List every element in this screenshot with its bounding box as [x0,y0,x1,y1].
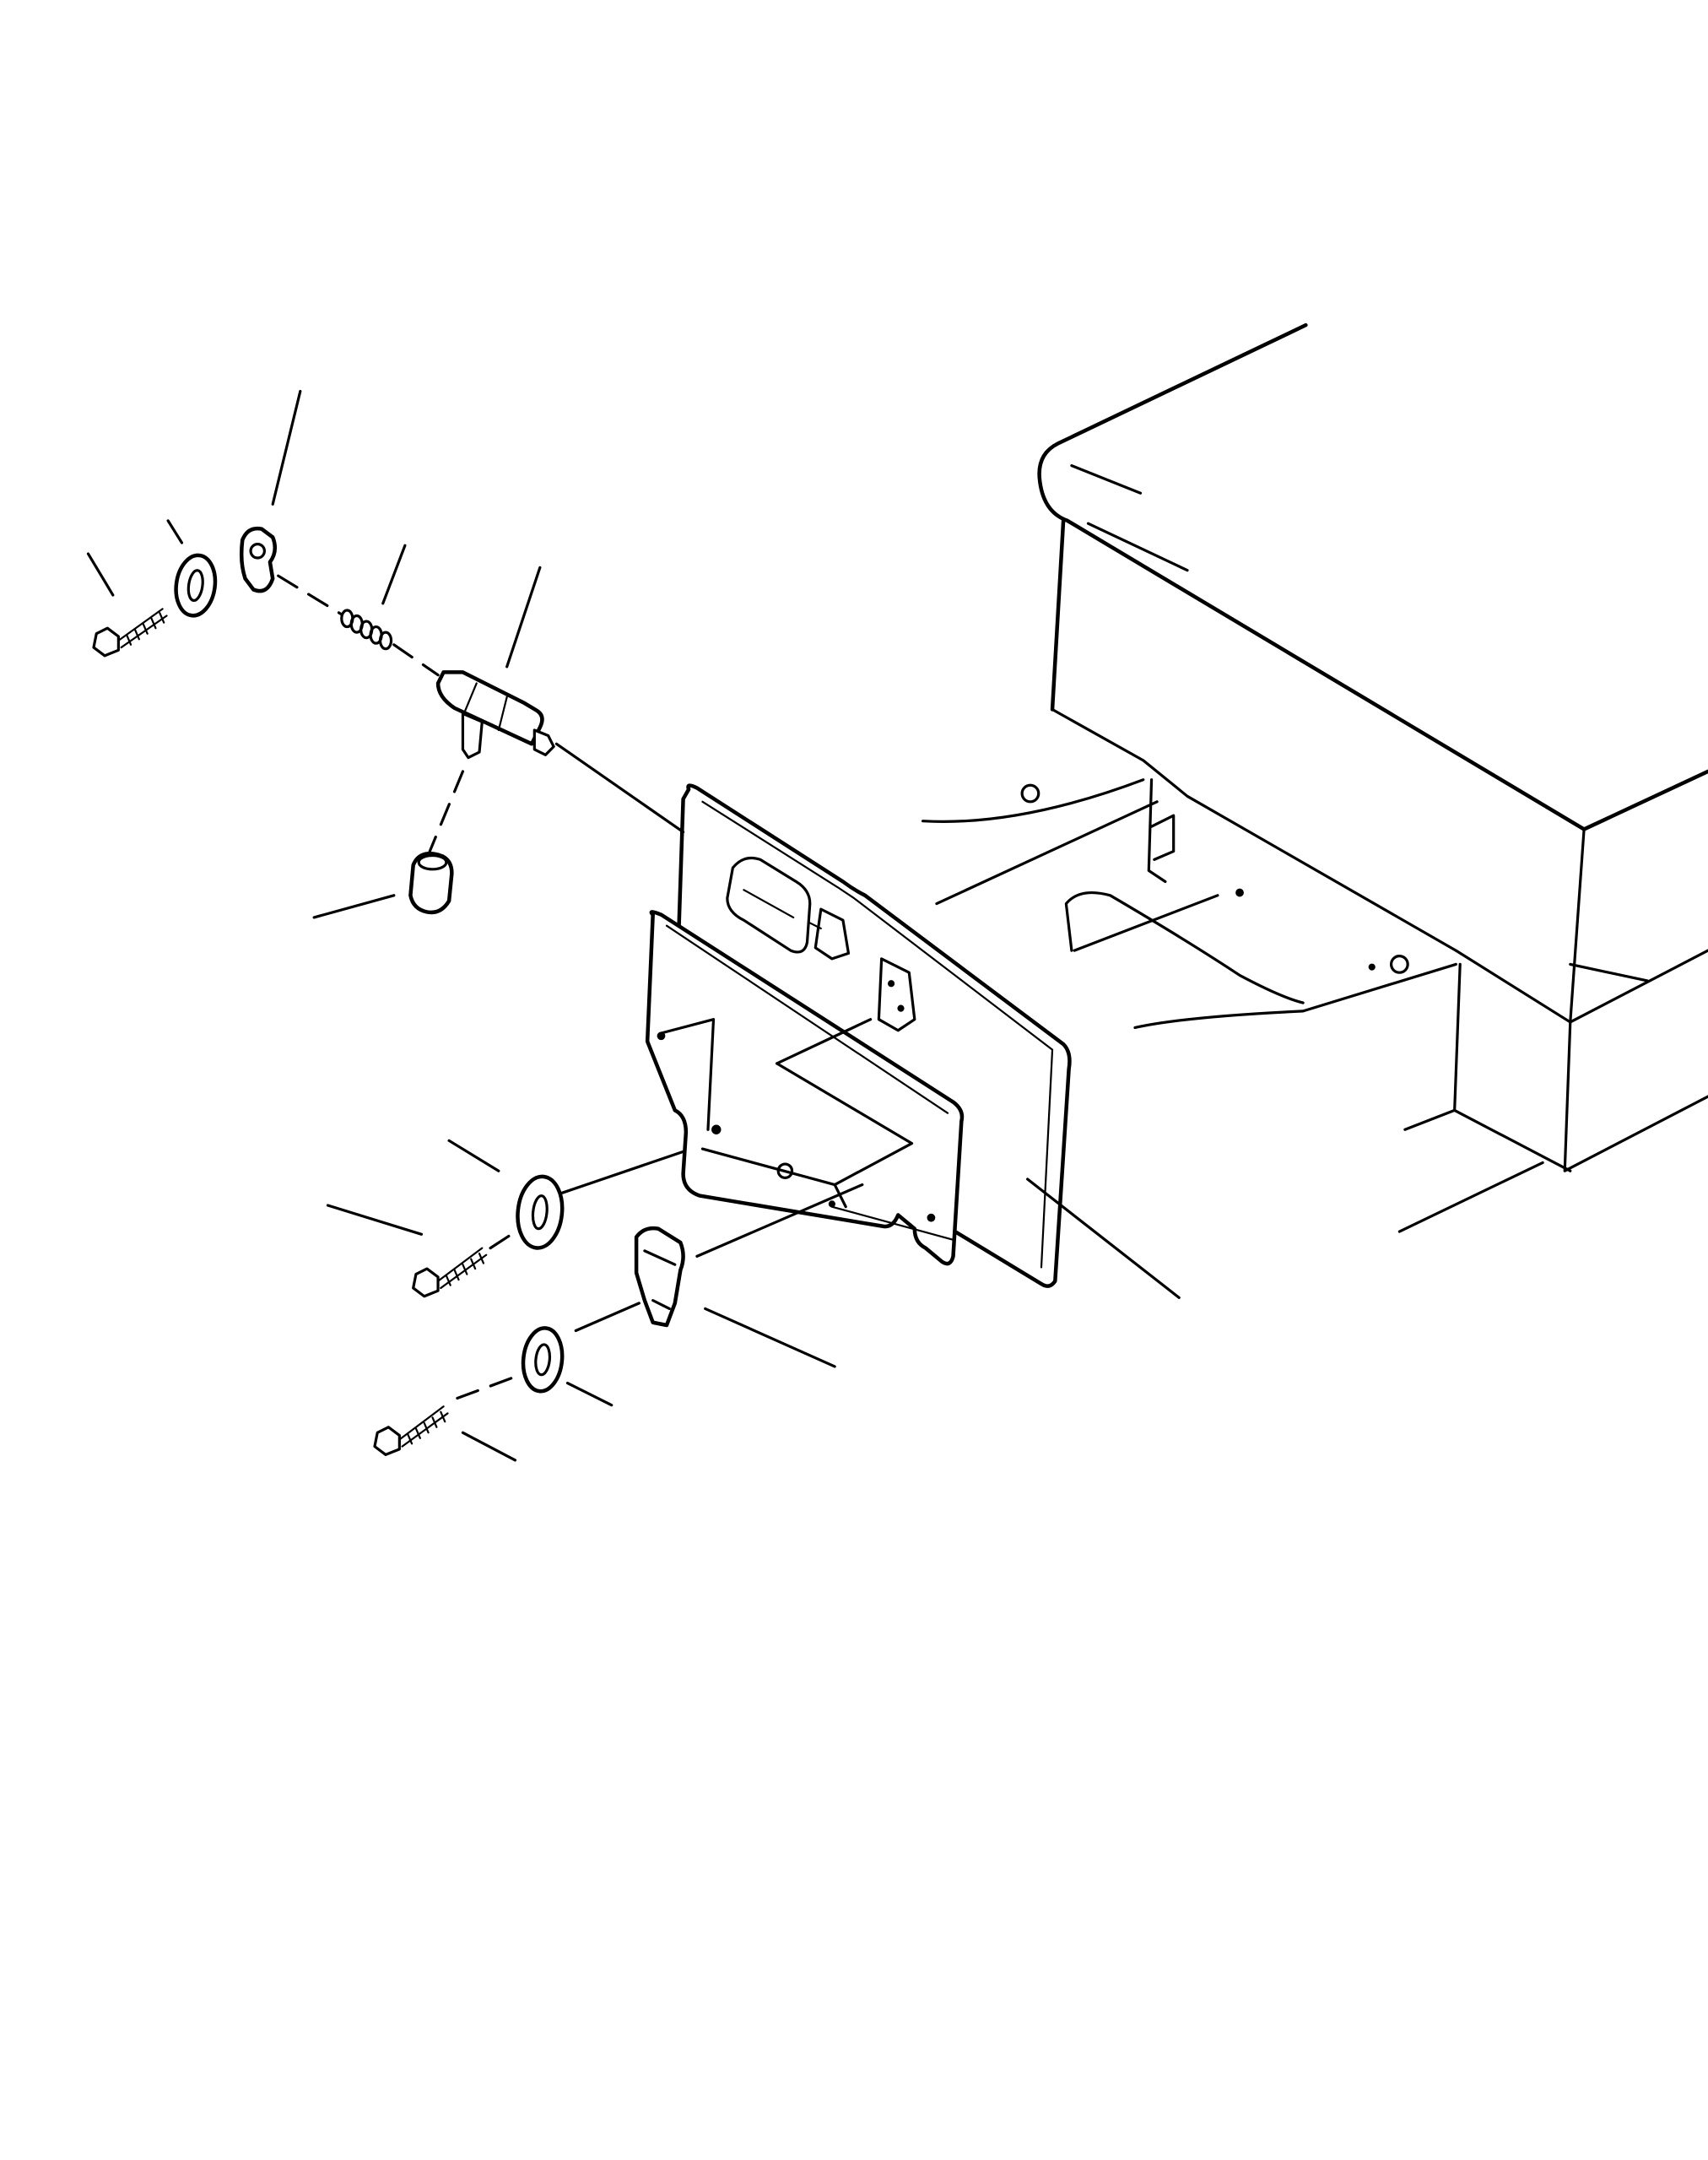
catch-clip [241,528,275,591]
leader-knob-cap [314,896,394,918]
machine-body [923,325,1708,1232]
leader-plunger [507,567,540,667]
spring [342,610,392,649]
leader-bolt-lower [462,1432,515,1460]
leader-washer-middle-a [449,1140,499,1171]
lower-fasteners [375,1174,684,1454]
knob-cap [410,853,451,912]
leader-washer-lower [567,1383,611,1405]
washer-middle [514,1174,565,1250]
washer-lower [520,1326,565,1393]
assembly-lines [278,576,1179,1398]
washer-upper [172,553,219,618]
plunger [438,672,554,757]
leader-washer-upper [168,521,181,543]
bolt-middle [413,1248,487,1297]
leader-bolt-middle [327,1205,421,1234]
striker [636,1228,683,1325]
bolt-lower [375,1406,448,1454]
leader-bolt-upper [88,554,112,595]
bolt-upper [94,609,167,655]
leader-striker [705,1308,835,1367]
callout-leaders [88,391,835,1459]
door-panel [647,786,1069,1286]
leader-catch-clip [273,391,300,504]
latch-assembly [94,528,554,912]
leader-spring [383,545,405,604]
